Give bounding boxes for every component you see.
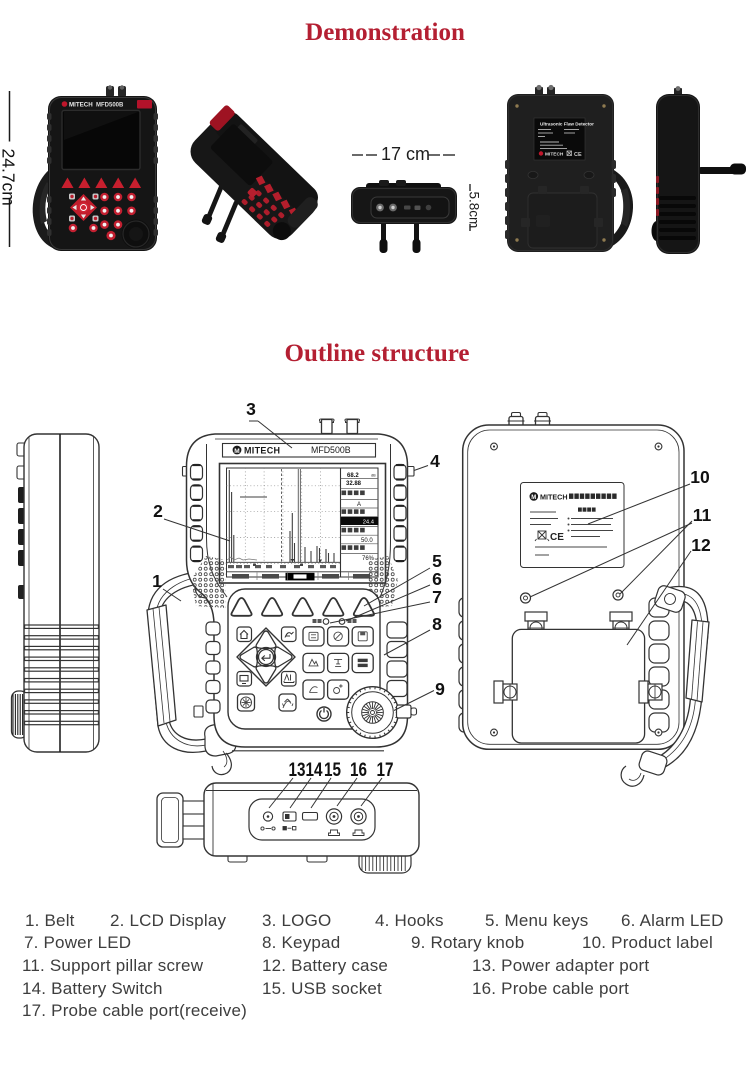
svg-text:14: 14: [306, 759, 323, 781]
svg-text:5.8cm: 5.8cm: [467, 192, 482, 229]
svg-text:2: 2: [153, 501, 163, 521]
svg-text:MFD500B: MFD500B: [96, 103, 124, 109]
svg-text:MITECH: MITECH: [545, 152, 564, 158]
svg-text:12: 12: [691, 535, 711, 555]
svg-text:50.0: 50.0: [361, 538, 373, 544]
svg-text:10: 10: [690, 467, 710, 487]
svg-text:1: 1: [152, 571, 162, 591]
svg-text:17 cm: 17 cm: [381, 144, 430, 164]
svg-text:11: 11: [693, 505, 712, 525]
svg-text:CE: CE: [574, 152, 582, 158]
svg-text:MITECH: MITECH: [69, 102, 93, 109]
svg-text:24.7cm: 24.7cm: [0, 149, 19, 206]
svg-text:MITECH: MITECH: [244, 446, 280, 456]
svg-text:16: 16: [350, 759, 367, 781]
svg-text:68.2: 68.2: [347, 473, 359, 479]
svg-text:3: 3: [246, 399, 256, 419]
svg-text:8: 8: [432, 614, 442, 634]
svg-text:15: 15: [324, 759, 341, 781]
svg-text:M: M: [531, 495, 536, 501]
svg-text:A: A: [357, 502, 361, 508]
svg-text:M: M: [234, 448, 239, 455]
svg-text:CE: CE: [550, 532, 564, 543]
svg-text:Ultrasonic Flaw Detector: Ultrasonic Flaw Detector: [540, 122, 594, 127]
svg-text:9: 9: [435, 679, 445, 699]
svg-text:dB: dB: [371, 474, 376, 478]
svg-text:24.4: 24.4: [363, 520, 375, 526]
svg-text:MFD500B: MFD500B: [311, 445, 351, 455]
svg-text:6: 6: [432, 569, 442, 589]
svg-text:7: 7: [432, 587, 442, 607]
svg-text:4: 4: [430, 451, 440, 471]
svg-text:13: 13: [289, 759, 306, 781]
svg-text:17: 17: [377, 759, 394, 781]
svg-text:76%: 76%: [362, 556, 375, 562]
svg-text:5: 5: [432, 551, 442, 571]
svg-text:MITECH: MITECH: [540, 492, 568, 501]
svg-text:32.88: 32.88: [346, 481, 362, 487]
